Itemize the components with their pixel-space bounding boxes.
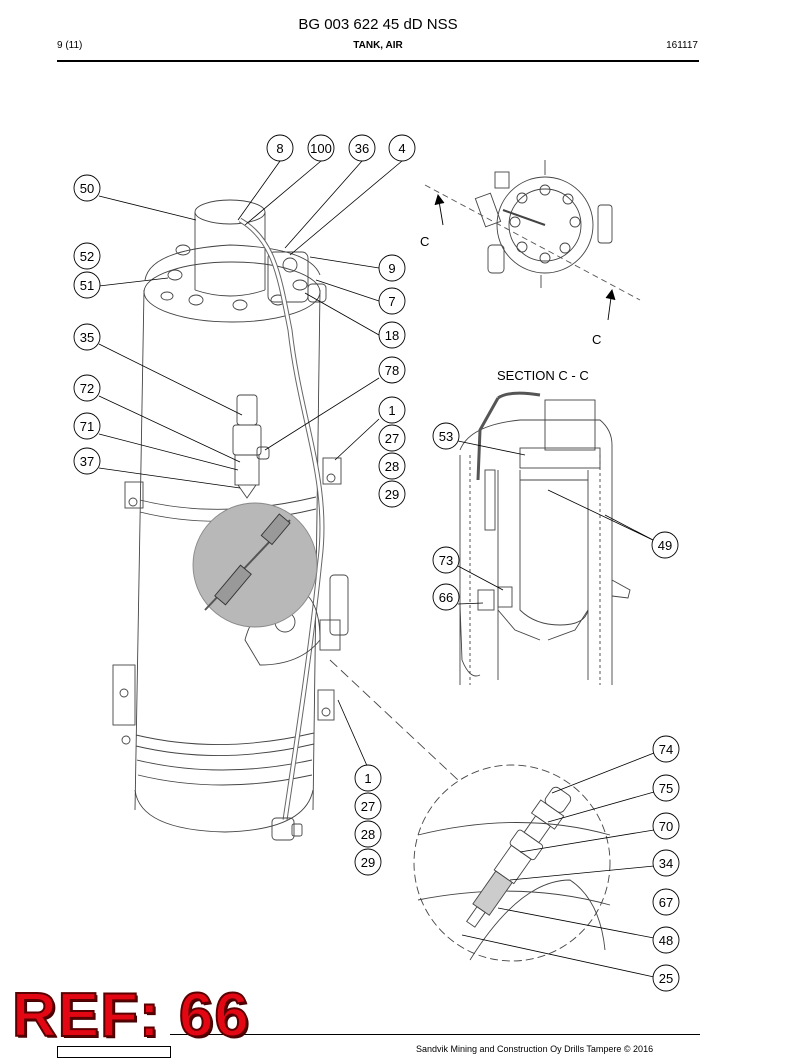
svg-text:29: 29 — [361, 855, 375, 870]
callout-49: 49 — [651, 531, 679, 559]
reference-stamp: REF: 66 — [11, 981, 250, 1050]
callout-18: 18 — [378, 321, 406, 349]
callout-29: 29 — [378, 480, 406, 508]
zoom-detail — [329, 659, 611, 962]
callout-37: 37 — [73, 447, 101, 475]
svg-text:51: 51 — [80, 278, 94, 293]
detail-highlight — [192, 502, 318, 628]
svg-text:4: 4 — [398, 141, 405, 156]
document-number: BG 003 622 45 dD NSS — [298, 16, 458, 33]
svg-text:50: 50 — [80, 181, 94, 196]
svg-text:7: 7 — [388, 294, 395, 309]
callout-27-lower: 27 — [354, 792, 382, 820]
callout-8: 8 — [266, 134, 294, 162]
svg-text:66: 66 — [439, 590, 453, 605]
svg-text:1: 1 — [364, 771, 371, 786]
svg-text:75: 75 — [659, 781, 673, 796]
callout-35: 35 — [73, 323, 101, 351]
svg-text:67: 67 — [659, 895, 673, 910]
callout-66: 66 — [432, 583, 460, 611]
callout-7: 7 — [378, 287, 406, 315]
callout-53: 53 — [432, 422, 460, 450]
leader-lines — [98, 160, 655, 978]
header-rule — [57, 60, 699, 62]
callout-100: 100 — [307, 134, 335, 162]
svg-text:74: 74 — [659, 742, 673, 757]
svg-text:37: 37 — [80, 454, 94, 469]
page-number: 9 (11) — [57, 40, 83, 51]
svg-text:29: 29 — [385, 487, 399, 502]
copyright-text: Sandvik Mining and Construction Oy Drill… — [416, 1044, 654, 1054]
top-view — [424, 160, 641, 321]
callout-36: 36 — [348, 134, 376, 162]
callout-4: 4 — [388, 134, 416, 162]
svg-text:36: 36 — [355, 141, 369, 156]
callout-29-lower: 29 — [354, 848, 382, 876]
svg-text:73: 73 — [439, 553, 453, 568]
callout-1: 1 — [378, 396, 406, 424]
svg-text:18: 18 — [385, 328, 399, 343]
svg-text:25: 25 — [659, 971, 673, 986]
document-date: 161117 — [666, 40, 698, 51]
svg-text:78: 78 — [385, 363, 399, 378]
air-tank — [112, 199, 349, 841]
section-mark-right: C — [592, 332, 601, 347]
callout-73: 73 — [432, 546, 460, 574]
callout-67: 67 — [652, 888, 680, 916]
svg-text:49: 49 — [658, 538, 672, 553]
callout-78: 78 — [378, 356, 406, 384]
callout-28-lower: 28 — [354, 820, 382, 848]
svg-text:70: 70 — [659, 819, 673, 834]
section-view-title: SECTION C - C — [497, 368, 589, 383]
svg-text:27: 27 — [385, 431, 399, 446]
callout-72: 72 — [73, 374, 101, 402]
svg-text:9: 9 — [388, 261, 395, 276]
svg-text:28: 28 — [385, 459, 399, 474]
svg-text:52: 52 — [80, 249, 94, 264]
svg-text:53: 53 — [439, 429, 453, 444]
svg-text:100: 100 — [310, 141, 332, 156]
callout-9: 9 — [378, 254, 406, 282]
callout-51: 51 — [73, 271, 101, 299]
section-view — [459, 391, 631, 685]
callout-71: 71 — [73, 412, 101, 440]
callout-75: 75 — [652, 774, 680, 802]
footer-rule — [170, 1034, 700, 1035]
callout-25: 25 — [652, 964, 680, 992]
callout-34: 34 — [652, 849, 680, 877]
svg-text:1: 1 — [388, 403, 395, 418]
callout-70: 70 — [652, 812, 680, 840]
svg-text:34: 34 — [659, 856, 673, 871]
callout-48: 48 — [652, 926, 680, 954]
svg-text:48: 48 — [659, 933, 673, 948]
svg-text:72: 72 — [80, 381, 94, 396]
svg-text:27: 27 — [361, 799, 375, 814]
callouts: 8 100 36 4 50 52 51 9 7 18 35 78 72 1 71… — [73, 134, 680, 992]
section-mark-left: C — [420, 234, 429, 249]
callout-27: 27 — [378, 424, 406, 452]
callout-50: 50 — [73, 174, 101, 202]
svg-text:35: 35 — [80, 330, 94, 345]
svg-text:28: 28 — [361, 827, 375, 842]
sheet-title: TANK, AIR — [353, 40, 403, 51]
svg-text:71: 71 — [80, 419, 94, 434]
callout-74: 74 — [652, 735, 680, 763]
callout-28: 28 — [378, 452, 406, 480]
callout-1-lower: 1 — [354, 764, 382, 792]
svg-text:8: 8 — [276, 141, 283, 156]
callout-52: 52 — [73, 242, 101, 270]
